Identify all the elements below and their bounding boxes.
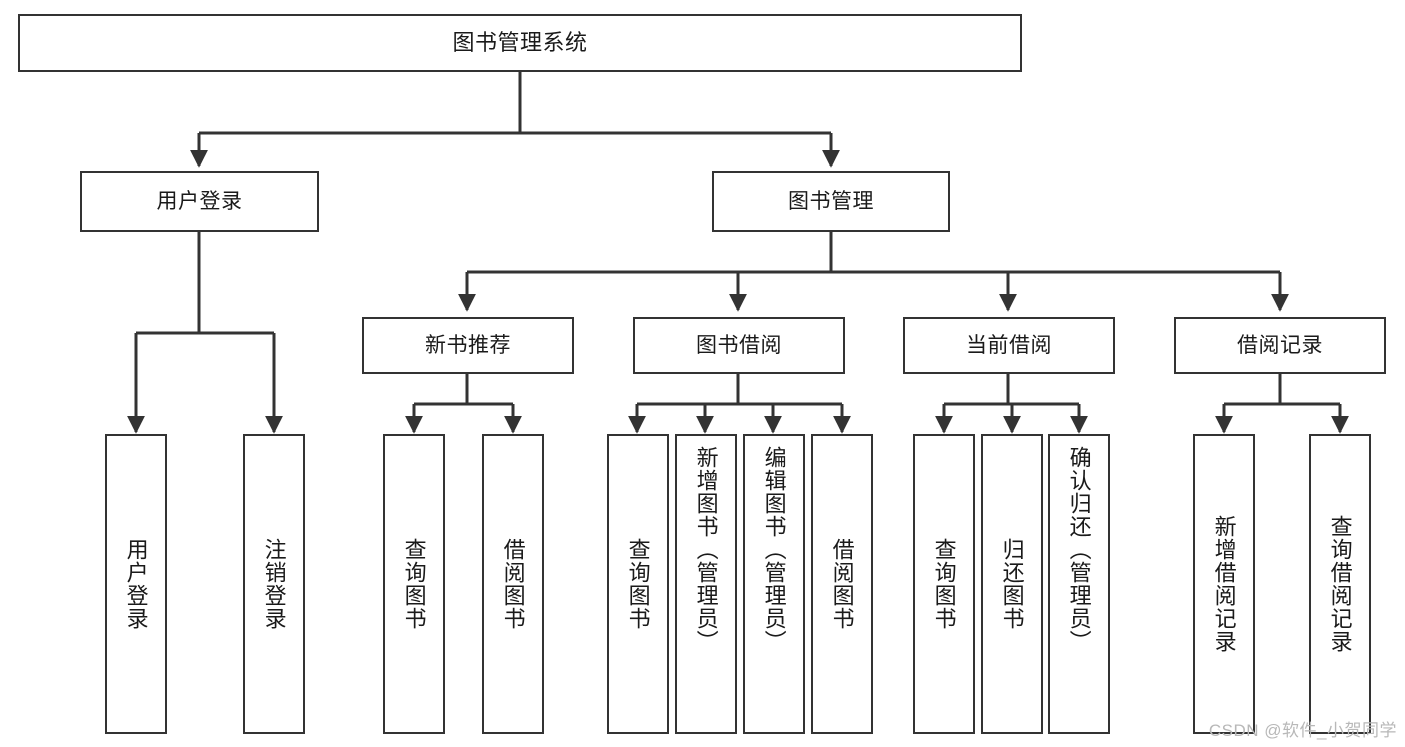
node-leaf-user-login[interactable]: 用户登录: [105, 434, 167, 734]
node-leaf-user-login-label: 用户登录: [123, 538, 149, 630]
node-borrow-record[interactable]: 借阅记录: [1174, 317, 1386, 374]
node-leaf-add-book-label: 新增图书（管理员）: [693, 446, 719, 653]
node-leaf-return-book[interactable]: 归还图书: [981, 434, 1043, 734]
node-leaf-user-logout[interactable]: 注销登录: [243, 434, 305, 734]
node-leaf-query-book-1[interactable]: 查询图书: [383, 434, 445, 734]
node-leaf-query-book-1-label: 查询图书: [401, 538, 427, 630]
node-book-borrow[interactable]: 图书借阅: [633, 317, 845, 374]
node-new-book-recommend[interactable]: 新书推荐: [362, 317, 574, 374]
node-leaf-borrow-book-1-label: 借阅图书: [500, 538, 526, 630]
node-leaf-query-book-2-label: 查询图书: [625, 538, 651, 630]
node-leaf-return-book-label: 归还图书: [999, 538, 1025, 630]
node-leaf-user-logout-label: 注销登录: [261, 538, 287, 630]
node-leaf-query-borrow-record[interactable]: 查询借阅记录: [1309, 434, 1371, 734]
node-user-login-label: 用户登录: [156, 189, 243, 213]
csdn-watermark: CSDN @软件_小贺同学: [1208, 721, 1397, 740]
node-leaf-edit-book-label: 编辑图书（管理员）: [761, 446, 787, 653]
node-leaf-edit-book[interactable]: 编辑图书（管理员）: [743, 434, 805, 734]
node-new-book-recommend-label: 新书推荐: [425, 333, 511, 357]
node-user-login[interactable]: 用户登录: [80, 171, 319, 232]
node-leaf-query-book-3-label: 查询图书: [931, 538, 957, 630]
node-leaf-add-book[interactable]: 新增图书（管理员）: [675, 434, 737, 734]
node-current-borrow[interactable]: 当前借阅: [903, 317, 1115, 374]
node-leaf-borrow-book-2-label: 借阅图书: [829, 538, 855, 630]
node-root[interactable]: 图书管理系统: [18, 14, 1022, 72]
node-book-manage-label: 图书管理: [788, 189, 874, 213]
node-leaf-query-borrow-record-label: 查询借阅记录: [1327, 515, 1353, 653]
node-leaf-add-borrow-record[interactable]: 新增借阅记录: [1193, 434, 1255, 734]
node-book-borrow-label: 图书借阅: [696, 333, 782, 357]
node-leaf-query-book-3[interactable]: 查询图书: [913, 434, 975, 734]
node-root-label: 图书管理系统: [452, 29, 588, 55]
node-leaf-confirm-return[interactable]: 确认归还（管理员）: [1048, 434, 1110, 734]
node-leaf-borrow-book-1[interactable]: 借阅图书: [482, 434, 544, 734]
node-leaf-add-borrow-record-label: 新增借阅记录: [1211, 515, 1237, 653]
node-borrow-record-label: 借阅记录: [1237, 333, 1323, 357]
node-leaf-borrow-book-2[interactable]: 借阅图书: [811, 434, 873, 734]
node-leaf-query-book-2[interactable]: 查询图书: [607, 434, 669, 734]
node-current-borrow-label: 当前借阅: [966, 333, 1052, 357]
node-book-manage[interactable]: 图书管理: [712, 171, 950, 232]
node-leaf-confirm-return-label: 确认归还（管理员）: [1066, 446, 1092, 653]
